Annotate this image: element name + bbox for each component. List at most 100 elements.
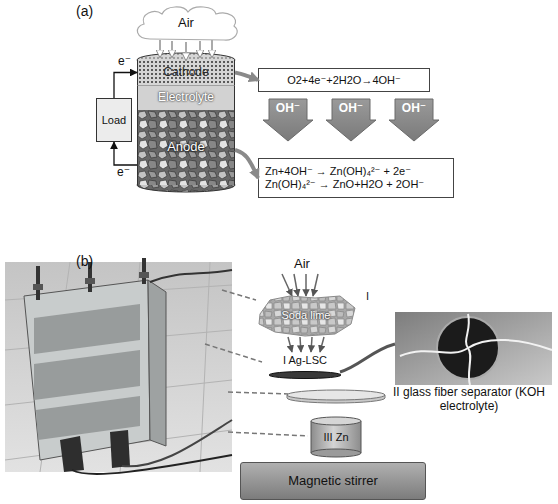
ag-lsc-cathode-outline	[269, 372, 341, 379]
battery-photo	[5, 262, 232, 472]
node-text: OH⁻	[402, 102, 426, 116]
leader-line	[228, 392, 288, 394]
zinc-anode-outline	[311, 449, 361, 457]
node-text: Air	[178, 16, 194, 31]
reaction-arrow	[235, 150, 258, 178]
cathode-layer: Cathode	[137, 60, 235, 85]
node-subtext: I	[366, 290, 369, 303]
node-text: Anode	[167, 140, 205, 155]
air-flow-arrow	[282, 274, 292, 296]
air-flow-arrow	[199, 41, 201, 57]
zinc-anode-outline	[311, 417, 361, 425]
air-cloud: Air	[130, 4, 242, 42]
soda-lime-layer: Soda limeI	[255, 294, 357, 336]
battery-photo	[139, 272, 149, 278]
battery-photo	[34, 350, 140, 400]
battery-photo	[85, 278, 95, 284]
leader-line	[222, 290, 256, 300]
battery-photo	[150, 270, 232, 282]
zinc-anode-outline	[311, 421, 361, 453]
battery-photo	[24, 280, 150, 460]
hydroxide-arrow-outline	[263, 99, 313, 141]
soda-lime-layer-outline	[259, 296, 355, 336]
node-text: Electrolyte	[158, 91, 214, 105]
battery-photo	[5, 262, 232, 472]
node-text: Soda lime	[282, 309, 331, 322]
battery-photo	[60, 436, 84, 472]
node-text: Cathode	[163, 66, 208, 80]
battery-photo	[88, 262, 92, 292]
anode-layer: Anode	[137, 110, 235, 185]
electron-wire	[114, 142, 137, 165]
air-flow-arrow	[305, 274, 307, 296]
node-text: III Zn	[323, 431, 348, 444]
air-label: Air	[294, 257, 310, 271]
air-flow-arrow	[288, 337, 292, 352]
anode-layer-outline	[138, 110, 234, 185]
battery-photo	[72, 455, 232, 474]
reaction-arrow	[235, 73, 258, 81]
hydroxide-arrow: OH⁻	[388, 98, 440, 142]
edge-label: e⁻	[117, 166, 130, 179]
load-box: Load	[96, 98, 132, 142]
inset-pointer	[340, 344, 395, 372]
battery-photo	[142, 258, 146, 284]
battery-photo	[122, 420, 232, 466]
leader-line	[205, 344, 262, 362]
battery-photo	[36, 266, 40, 300]
panel-letter: (b)	[76, 254, 93, 269]
battery-photo	[34, 304, 140, 354]
node-text: O2+4e⁻+2H2O→4OH⁻	[287, 74, 401, 87]
air-flow-arrow	[294, 274, 298, 296]
hydroxide-arrow: OH⁻	[262, 98, 314, 142]
hydroxide-arrow: OH⁻	[325, 98, 377, 142]
hydroxide-arrow-outline	[389, 99, 439, 141]
air-flow-arrow	[300, 337, 301, 352]
electrolyte-layer: Electrolyte	[137, 85, 235, 110]
node-text: Load	[102, 114, 126, 127]
node-text: OH⁻	[276, 102, 300, 116]
air-flow-arrow	[159, 40, 161, 57]
air-flow-arrow	[313, 274, 318, 296]
battery-photo	[148, 280, 166, 446]
node-subtext: Zn(OH)₄²⁻ → ZnO+H2O + 2OH⁻	[265, 178, 424, 191]
node-text: II glass fiber separator (KOH electrolyt…	[390, 386, 548, 414]
node-text: Magnetic stirrer	[288, 474, 378, 489]
node-text: I Ag-LSC	[262, 354, 348, 367]
ag-lsc-cathode: I Ag-LSC	[262, 352, 348, 380]
cell-cylinder	[137, 53, 235, 192]
air-cloud-outline	[137, 7, 237, 40]
panel-letter: (a)	[76, 4, 93, 19]
electrode-inset-photo	[395, 312, 552, 385]
edge-label: e⁻	[118, 55, 131, 68]
zinc-anode-outline	[311, 421, 361, 453]
air-flow-arrow	[185, 42, 187, 60]
air-flow-arrow	[211, 40, 213, 57]
battery-photo	[5, 258, 232, 474]
node-text: Zn+4OH⁻ → Zn(OH)₄²⁻ + 2e⁻	[265, 165, 411, 178]
electrode-inset-photo	[395, 312, 552, 385]
zinc-anode: III Zn	[310, 416, 362, 458]
air-flow-arrow	[171, 41, 173, 57]
reaction-box: Zn+4OH⁻ → Zn(OH)₄²⁻ + 2e⁻Zn(OH)₄²⁻ → ZnO…	[258, 158, 454, 198]
node-text: OH⁻	[339, 102, 363, 116]
magnetic-stirrer: Magnetic stirrer	[240, 462, 426, 500]
electron-wire	[114, 73, 137, 99]
glass-fiber-separator-outline	[287, 390, 385, 400]
air-flow-arrow	[311, 337, 312, 352]
hydroxide-arrow-outline	[326, 99, 376, 141]
glass-fiber-separator: II glass fiber separator (KOH electrolyt…	[286, 386, 552, 416]
air-flow-arrow	[160, 40, 212, 57]
reaction-box: O2+4e⁻+2H2O→4OH⁻	[258, 68, 430, 92]
battery-photo	[33, 284, 43, 290]
air-flow-arrow	[320, 337, 324, 352]
battery-photo	[110, 430, 130, 468]
leader-line	[228, 432, 308, 436]
electrode-inset-photo	[400, 340, 552, 356]
electrode-inset-photo	[466, 314, 470, 385]
glass-fiber-separator-shape	[286, 388, 386, 402]
